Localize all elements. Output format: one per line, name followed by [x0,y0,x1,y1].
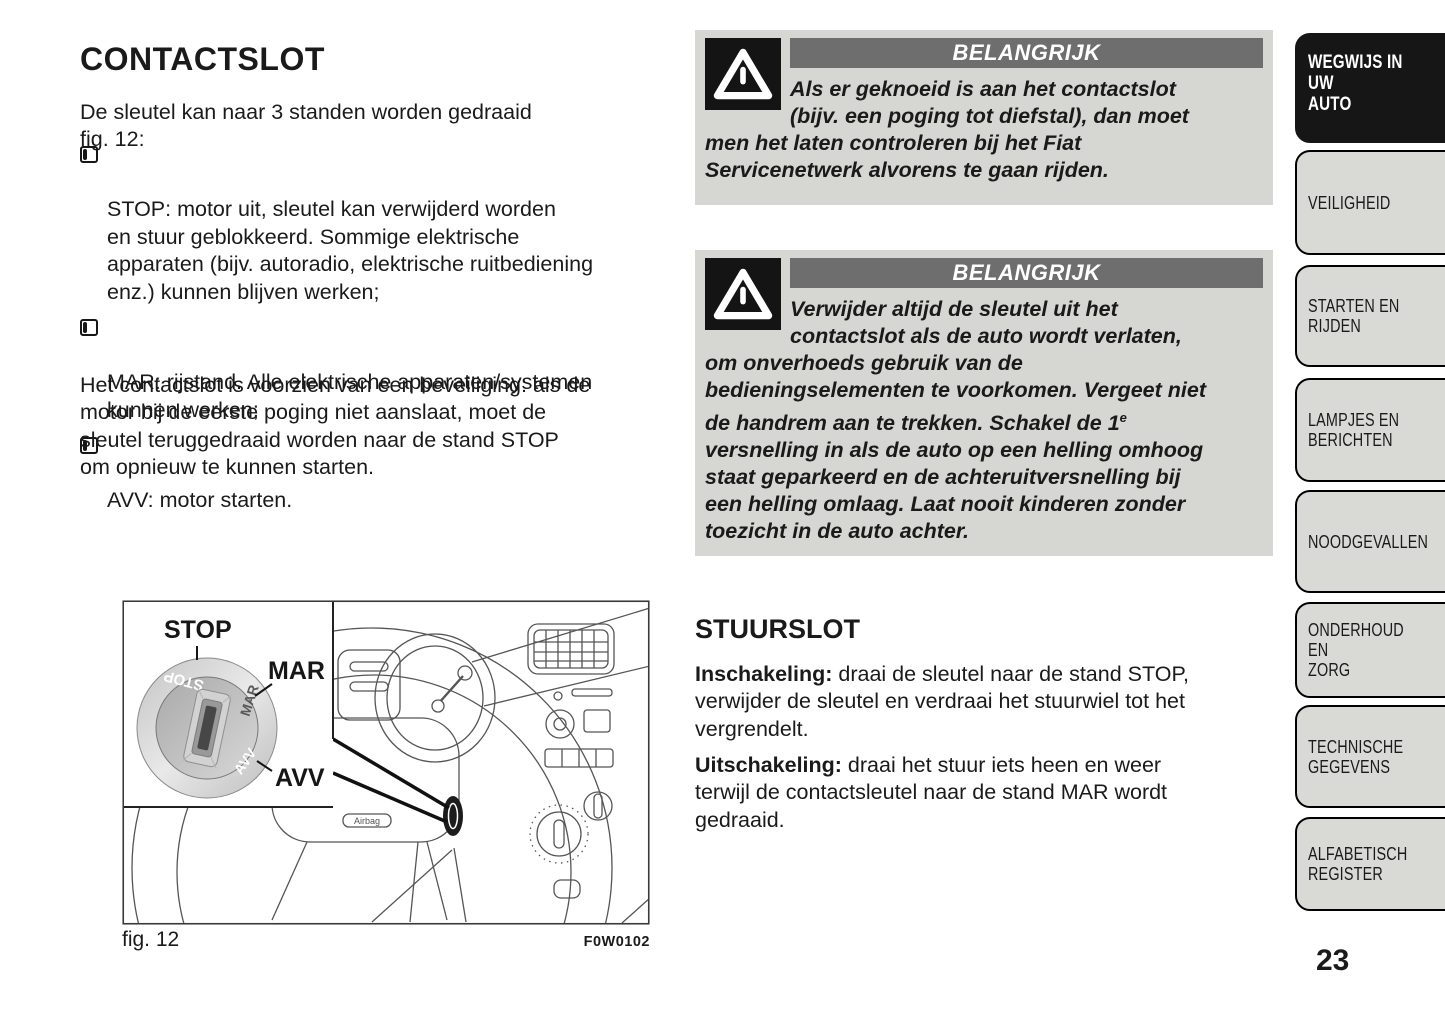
warning-triangle-icon [705,258,781,330]
figure-ignition-diagram: Airbag STOP MAR AVV STOP MAR AVV [122,600,650,925]
list-item-text: AVV: motor starten. [107,488,293,512]
sidebar-tab-wegwijs-in-uw-auto[interactable]: WEGWIJS IN UW AUTO [1295,33,1445,143]
mar-position-label: MAR [268,657,325,685]
airbag-label: Airbag [354,816,380,826]
sidebar-tab-alfabetisch-register[interactable]: ALFABETISCH REGISTER [1295,817,1445,911]
list-item-text: STOP: motor uit, sleutel kan verwijderd … [107,197,594,304]
list-item: MAR: rijstand. Alle elektrische apparate… [80,314,680,424]
list-item: STOP: motor uit, sleutel kan verwijderd … [80,141,680,306]
figure-caption-row: fig. 12 F0W0102 [122,928,650,952]
ignition-cylinder: STOP MAR AVV [136,657,278,799]
list-item-text: MAR: rijstand. Alle elektrische apparate… [107,370,593,422]
avv-position-label: AVV [275,764,325,792]
section-title-stuurslot: STUURSLOT [695,614,860,645]
uitschakeling-paragraph: Uitschakeling: draai het stuur iets heen… [695,752,1168,832]
warning-text: Als er geknoeid is aan het contactslot (… [705,77,1189,182]
key-position-list: STOP: motor uit, sleutel kan verwijderd … [80,141,680,523]
ignition-marker [443,796,463,836]
sidebar-tab-noodgevallen[interactable]: NOODGEVALLEN [1295,490,1445,593]
warning-triangle-icon [705,38,781,110]
page-title: CONTACTSLOT [80,41,325,78]
sidebar-tab-onderhoud-en-zorg[interactable]: ONDERHOUD EN ZORG [1295,602,1445,698]
callout-line [332,771,448,824]
list-item: AVV: motor starten. [80,432,680,515]
warning-text: Verwijder altijd de sleutel uit het cont… [705,297,1206,544]
callout-line [332,737,450,810]
sidebar-tab-starten-en-rijden[interactable]: STARTEN EN RIJDEN [1295,265,1445,367]
intro-paragraph: De sleutel kan naar 3 standen worden ged… [80,99,532,152]
warning-box-1: BELANGRIJK Als er geknoeid is aan het co… [695,30,1273,205]
square-bullet-icon [80,437,98,454]
figure-caption: fig. 12 [122,928,180,951]
inschakeling-paragraph: Inschakeling: draai de sleutel naar de s… [695,661,1189,741]
stop-position-label: STOP [164,616,232,644]
figure-code: F0W0102 [583,934,650,950]
page-number: 23 [1316,944,1350,977]
superscript: e [1119,410,1127,425]
sidebar-tab-lampjes-en-berichten[interactable]: LAMPJES EN BERICHTEN [1295,378,1445,482]
warning-header: BELANGRIJK [790,38,1263,68]
sidebar-tab-veiligheid[interactable]: VEILIGHEID [1295,150,1445,255]
warning-box-2: BELANGRIJK Verwijder altijd de sleutel u… [695,250,1273,556]
safety-paragraph: Het contactslot is voorzien van een beve… [80,372,591,480]
square-bullet-icon [80,146,98,163]
warning-header: BELANGRIJK [790,258,1263,288]
sidebar-tab-technische-gegevens[interactable]: TECHNISCHE GEGEVENS [1295,705,1445,808]
square-bullet-icon [80,319,98,336]
